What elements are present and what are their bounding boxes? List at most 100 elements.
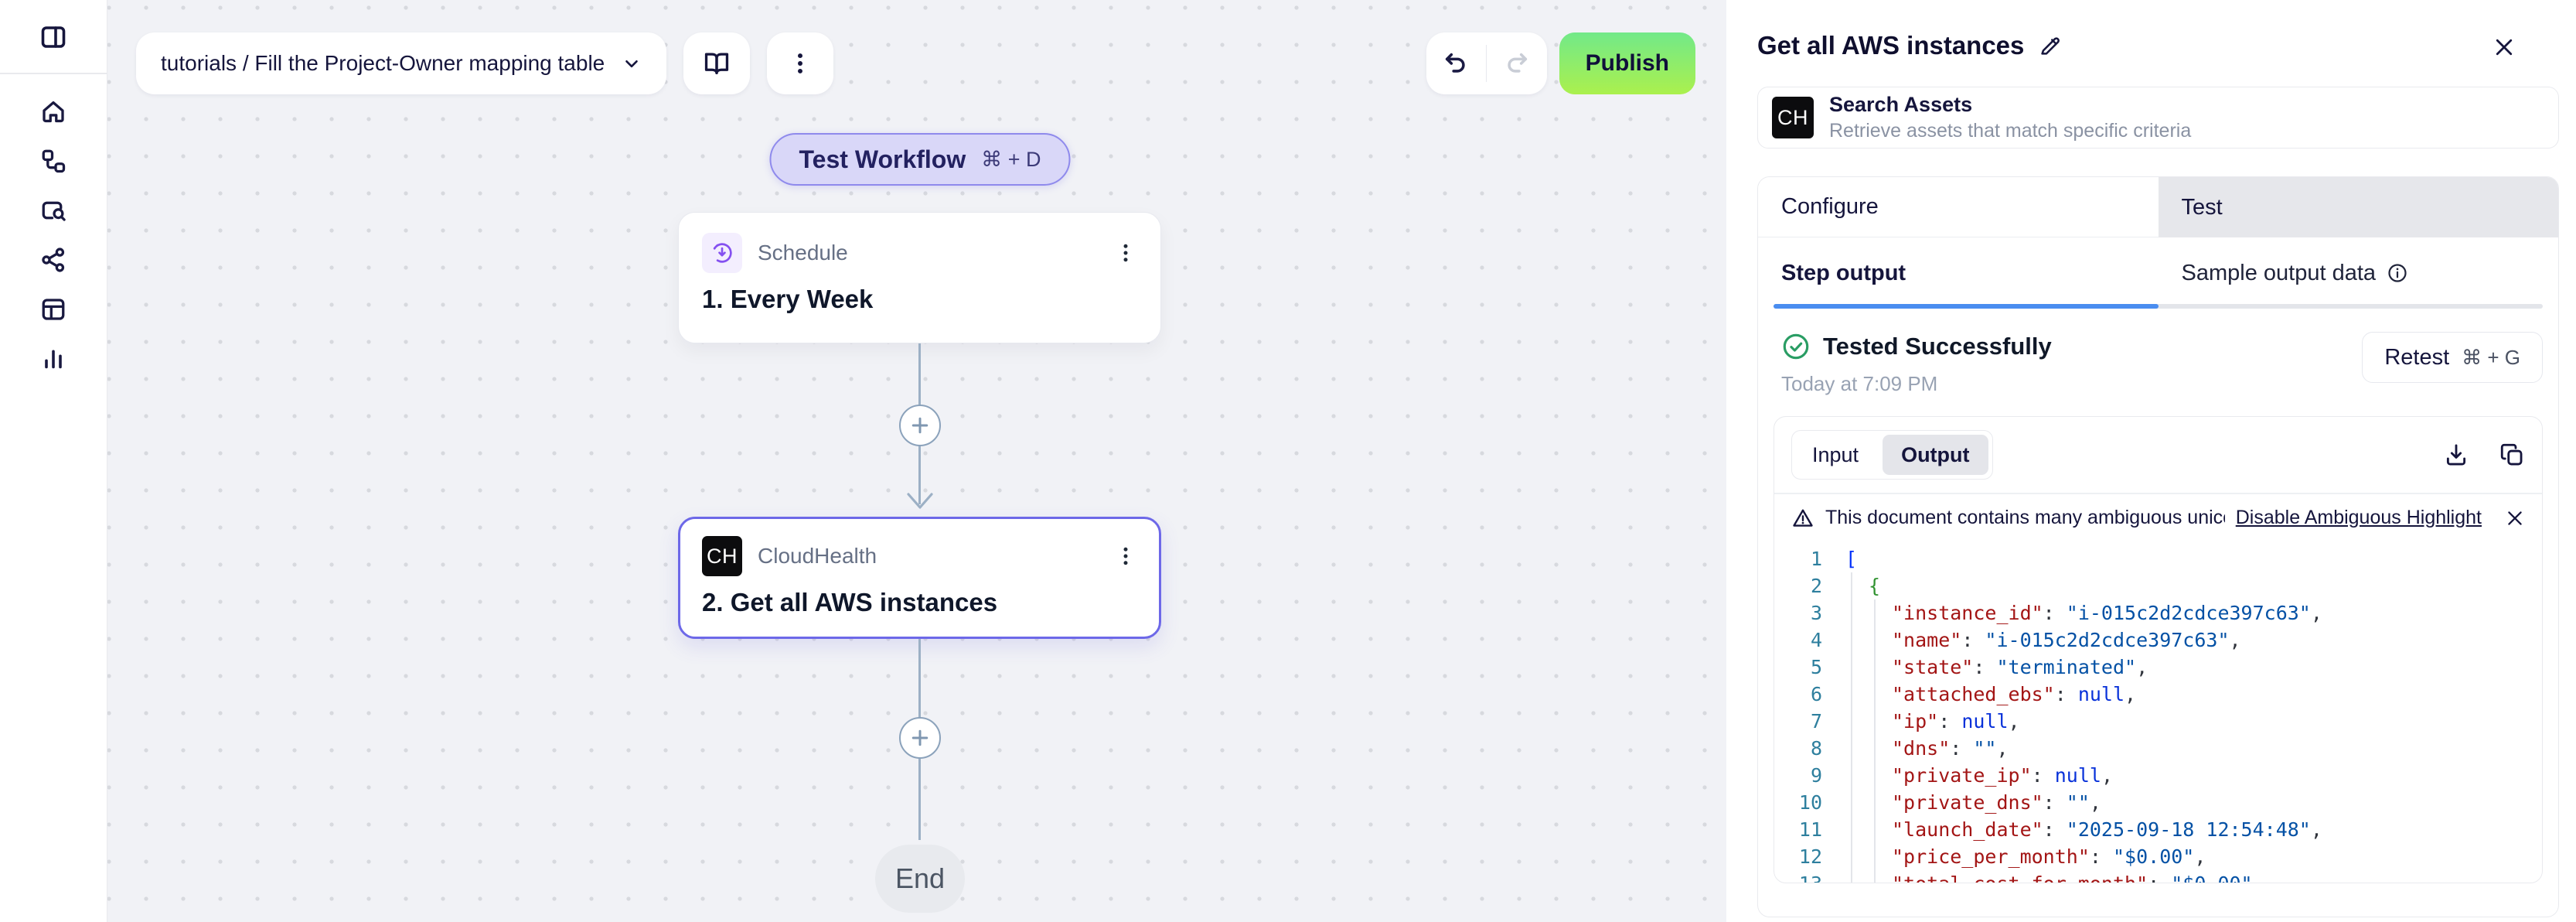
io-toggle: Input Output bbox=[1791, 430, 1993, 480]
action-description: Retrieve assets that match specific crit… bbox=[1829, 120, 2192, 142]
cloudhealth-node-menu[interactable] bbox=[1114, 545, 1137, 568]
code-line: 3"instance_id": "i-015c2d2cdce397c63", bbox=[1810, 601, 2322, 624]
schedule-clock-icon bbox=[702, 233, 742, 273]
code-line: 13"total_cost_for_month": "$0.00", bbox=[1798, 872, 2264, 883]
subtab-track bbox=[1774, 304, 2543, 309]
panel-close-icon[interactable] bbox=[2493, 36, 2516, 59]
tab-configure[interactable]: Configure bbox=[1758, 177, 2159, 237]
code-line: 6"attached_ebs": null, bbox=[1810, 682, 2137, 705]
undo-button[interactable] bbox=[1426, 32, 1486, 94]
retest-label: Retest bbox=[2384, 344, 2450, 370]
analytics-icon[interactable] bbox=[36, 342, 70, 376]
action-summary-card[interactable]: CH Search Assets Retrieve assets that ma… bbox=[1757, 87, 2559, 149]
schedule-node-title: 1. Every Week bbox=[702, 285, 874, 313]
workflows-icon[interactable] bbox=[36, 144, 70, 178]
tab-test-label: Test bbox=[2181, 194, 2223, 220]
subtab-active-indicator bbox=[1774, 304, 2159, 309]
add-step-button-1[interactable] bbox=[899, 405, 941, 446]
schedule-node-menu[interactable] bbox=[1114, 241, 1137, 265]
cloudhealth-node[interactable]: CH CloudHealth 2. Get all AWS instances bbox=[678, 517, 1161, 639]
sidebar-nav bbox=[36, 94, 70, 376]
end-label: End bbox=[894, 862, 946, 894]
cloudhealth-logo: CH bbox=[702, 536, 742, 576]
io-toggle-output[interactable]: Output bbox=[1883, 435, 1988, 475]
action-logo: CH bbox=[1772, 97, 1814, 138]
book-icon bbox=[702, 49, 731, 78]
workflow-canvas[interactable]: tutorials / Fill the Project-Owner mappi… bbox=[107, 0, 1726, 922]
schedule-node-type: Schedule bbox=[758, 241, 848, 265]
subtab-sample-output[interactable]: Sample output data bbox=[2159, 237, 2559, 309]
canvas-toolbar-left: tutorials / Fill the Project-Owner mappi… bbox=[136, 32, 834, 94]
canvas-more-button[interactable] bbox=[767, 32, 834, 94]
breadcrumb-label: tutorials / Fill the Project-Owner mappi… bbox=[161, 51, 605, 75]
io-output-label: Output bbox=[1901, 442, 1970, 466]
code-line: 4"name": "i-015c2d2cdce397c63", bbox=[1810, 628, 2241, 651]
test-workflow-button[interactable]: Test Workflow ⌘ + D bbox=[769, 133, 1071, 186]
subtab-step-output[interactable]: Step output bbox=[1758, 237, 2159, 309]
tab-test[interactable]: Test bbox=[2158, 177, 2558, 237]
ambiguous-unicode-banner: This document contains many ambiguous un… bbox=[1774, 494, 2542, 542]
retest-button[interactable]: Retest ⌘ + G bbox=[2362, 332, 2543, 383]
code-line: 9"private_ip": null, bbox=[1810, 763, 2114, 787]
tab-configure-label: Configure bbox=[1781, 194, 1879, 219]
code-lines: 1[ 2{ 3"instance_id": "i-015c2d2cdce397c63… bbox=[1774, 545, 2542, 883]
schedule-node[interactable]: Schedule 1. Every Week bbox=[678, 212, 1161, 343]
workflow-breadcrumb[interactable]: tutorials / Fill the Project-Owner mappi… bbox=[136, 32, 667, 94]
docs-button[interactable] bbox=[683, 32, 751, 94]
share-icon[interactable] bbox=[36, 243, 70, 277]
cloudhealth-node-type: CloudHealth bbox=[758, 544, 877, 568]
test-workflow-shortcut: ⌘ + D bbox=[981, 147, 1041, 171]
end-node: End bbox=[875, 845, 965, 913]
check-circle-icon bbox=[1781, 332, 1811, 361]
publish-button[interactable]: Publish bbox=[1559, 32, 1695, 94]
home-icon[interactable] bbox=[36, 94, 70, 128]
warning-icon bbox=[1791, 507, 1814, 530]
subtab-step-output-label: Step output bbox=[1781, 260, 1906, 285]
step-detail-panel: Get all AWS instances CH Search Assets R… bbox=[1726, 0, 2576, 922]
canvas-toolbar-right: Publish bbox=[1426, 32, 1695, 94]
code-line: 8"dns": "", bbox=[1810, 736, 2009, 760]
chevron-down-icon bbox=[622, 53, 642, 73]
code-line: 1[ bbox=[1810, 547, 1858, 570]
code-line: 2{ bbox=[1810, 574, 1881, 597]
search-assets-icon[interactable] bbox=[36, 193, 70, 227]
test-workflow-label: Test Workflow bbox=[799, 145, 966, 173]
panel-title: Get all AWS instances bbox=[1757, 31, 2025, 60]
kebab-icon bbox=[787, 50, 813, 77]
json-output-viewer[interactable]: 1[ 2{ 3"instance_id": "i-015c2d2cdce397c63… bbox=[1774, 542, 2542, 883]
subtab-sample-output-label: Sample output data bbox=[2181, 260, 2377, 285]
code-line: 10"private_dns": "", bbox=[1798, 791, 2101, 814]
code-line: 5"state": "terminated", bbox=[1810, 655, 2148, 678]
connector-arrow-icon bbox=[906, 492, 934, 511]
sidebar-divider bbox=[0, 73, 107, 74]
code-line: 12"price_per_month": "$0.00", bbox=[1798, 845, 2206, 868]
download-icon[interactable] bbox=[2443, 442, 2469, 468]
app-sidebar bbox=[0, 0, 107, 922]
action-name: Search Assets bbox=[1829, 93, 1973, 116]
warning-close-icon[interactable] bbox=[2505, 508, 2525, 528]
add-step-button-2[interactable] bbox=[899, 717, 941, 759]
retest-shortcut: ⌘ + G bbox=[2462, 345, 2520, 369]
status-timestamp: Today at 7:09 PM bbox=[1781, 372, 1938, 395]
sidebar-toggle-icon[interactable] bbox=[36, 20, 70, 54]
cloudhealth-node-title: 2. Get all AWS instances bbox=[702, 588, 998, 616]
disable-highlight-link[interactable]: Disable Ambiguous Highlight bbox=[2235, 507, 2482, 528]
indent-guide-2 bbox=[1874, 599, 1876, 883]
edit-pencil-icon[interactable] bbox=[2038, 33, 2063, 58]
output-card: Input Output bbox=[1774, 416, 2543, 883]
io-input-label: Input bbox=[1812, 442, 1859, 466]
code-line: 7"ip": null, bbox=[1810, 709, 2020, 732]
configure-test-container: Configure Test Step output Sample output… bbox=[1757, 176, 2559, 917]
warning-text: This document contains many ambiguous un… bbox=[1825, 507, 2225, 528]
undo-redo-group bbox=[1426, 32, 1547, 94]
copy-icon[interactable] bbox=[2499, 442, 2525, 468]
status-label: Tested Successfully bbox=[1823, 333, 2052, 360]
io-toggle-input[interactable]: Input bbox=[1792, 443, 1879, 467]
code-line: 11"launch_date": "2025-09-18 12:54:48", bbox=[1798, 818, 2322, 841]
info-icon bbox=[2387, 262, 2408, 284]
redo-button[interactable] bbox=[1487, 32, 1546, 94]
indent-guide-1 bbox=[1851, 572, 1852, 883]
output-card-divider bbox=[1774, 493, 2542, 494]
publish-label: Publish bbox=[1585, 50, 1669, 76]
tables-icon[interactable] bbox=[36, 292, 70, 326]
